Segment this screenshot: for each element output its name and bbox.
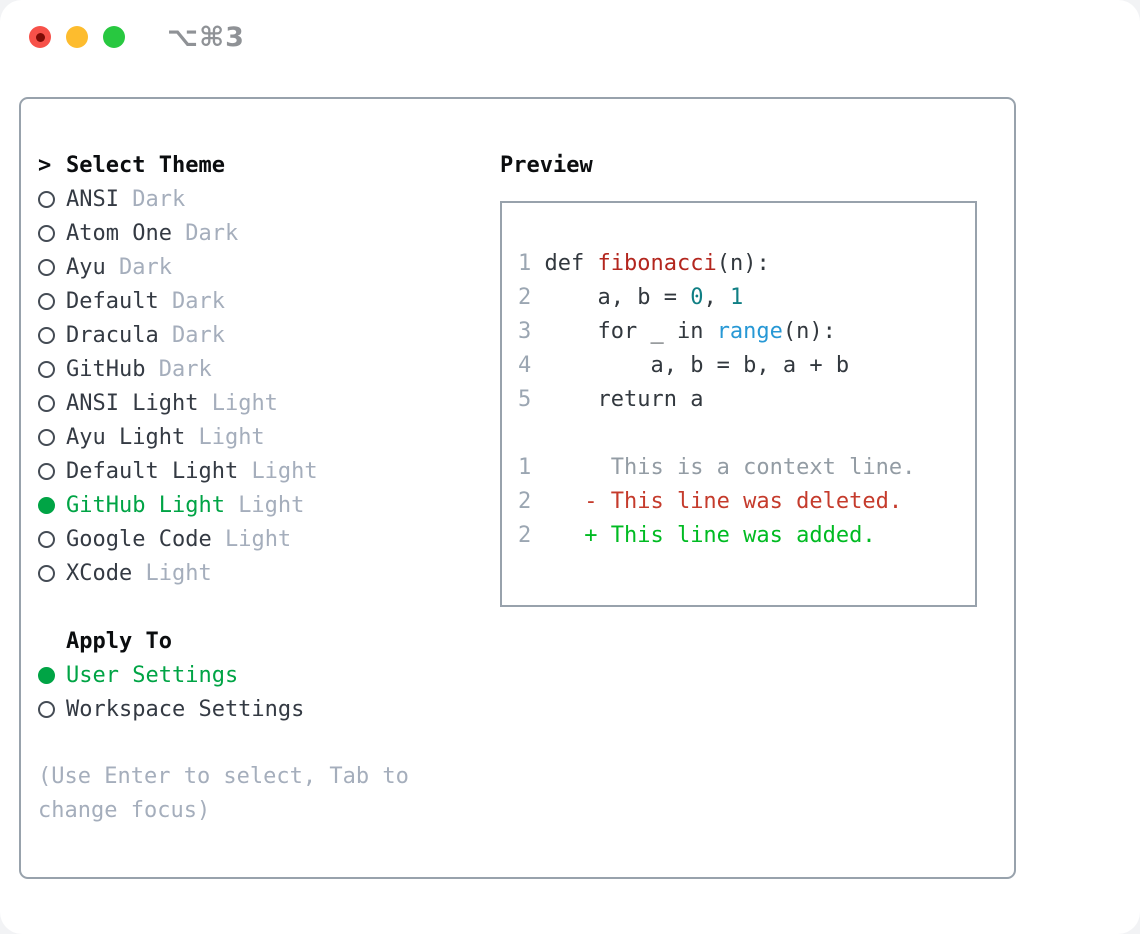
radio-icon xyxy=(38,564,55,582)
radio-icon xyxy=(38,326,55,344)
radio-icon xyxy=(38,666,55,684)
theme-list-column: > Select Theme ANSI Dark Atom One Dark A… xyxy=(38,148,500,877)
apply-option[interactable]: User Settings xyxy=(38,658,500,692)
keyboard-hint: (Use Enter to select, Tab to change focu… xyxy=(38,764,423,823)
apply-to-list: User Settings Workspace Settings xyxy=(38,658,500,726)
preview-box: 1 def fibonacci(n): 2 a, b = 0, 1 3 for _ … xyxy=(500,201,977,607)
radio-icon xyxy=(38,530,55,548)
radio-icon xyxy=(38,428,55,446)
theme-option[interactable]: XCode Light xyxy=(38,556,500,590)
theme-option[interactable]: Google Code Light xyxy=(38,522,500,556)
code-line: 3 for _ in range(n): xyxy=(518,319,836,344)
code-line xyxy=(518,417,975,451)
minimize-button[interactable] xyxy=(66,26,88,48)
window-title: ⌥⌘3 xyxy=(167,21,245,53)
theme-option[interactable]: Default Dark xyxy=(38,284,500,318)
radio-icon xyxy=(38,224,55,242)
spacer xyxy=(38,726,500,760)
code-line: 2 a, b = 0, 1 xyxy=(518,285,744,310)
select-theme-title: Select Theme xyxy=(66,152,225,178)
spacer xyxy=(38,590,500,624)
radio-icon xyxy=(38,258,55,276)
theme-option[interactable]: GitHub Dark xyxy=(38,352,500,386)
radio-icon xyxy=(38,394,55,412)
theme-option[interactable]: Atom One Dark xyxy=(38,216,500,250)
code-line: 2 - This line was deleted. xyxy=(518,489,903,514)
theme-option[interactable]: ANSI Dark xyxy=(38,182,500,216)
theme-option[interactable]: Ayu Dark xyxy=(38,250,500,284)
traffic-lights xyxy=(29,26,125,48)
apply-to-header: Apply To xyxy=(38,624,500,658)
unsaved-dot-icon xyxy=(35,32,45,42)
titlebar: ⌥⌘3 xyxy=(0,0,1140,74)
radio-icon xyxy=(38,190,55,208)
theme-option[interactable]: ANSI Light Light xyxy=(38,386,500,420)
radio-icon xyxy=(38,462,55,480)
theme-option[interactable]: GitHub Light Light xyxy=(38,488,500,522)
radio-icon xyxy=(38,360,55,378)
theme-option[interactable]: Default Light Light xyxy=(38,454,500,488)
preview-column: Preview 1 def fibonacci(n): 2 a, b = 0, 1… xyxy=(500,148,1014,877)
radio-icon xyxy=(38,496,55,514)
code-preview: 1 def fibonacci(n): 2 a, b = 0, 1 3 for _ … xyxy=(518,247,975,553)
prompt-icon: > xyxy=(38,152,52,178)
code-line: 2 + This line was added. xyxy=(518,523,876,548)
select-theme-header: > Select Theme xyxy=(38,148,500,182)
code-line: 1 This is a context line. xyxy=(518,455,916,480)
zoom-button[interactable] xyxy=(103,26,125,48)
code-line: 1 def fibonacci(n): xyxy=(518,251,770,276)
radio-icon xyxy=(38,292,55,310)
apply-option[interactable]: Workspace Settings xyxy=(38,692,500,726)
theme-list: ANSI Dark Atom One Dark Ayu Dark Default… xyxy=(38,182,500,590)
theme-option[interactable]: Dracula Dark xyxy=(38,318,500,352)
apply-to-title: Apply To xyxy=(66,628,172,654)
close-button[interactable] xyxy=(29,26,51,48)
theme-picker-panel: > Select Theme ANSI Dark Atom One Dark A… xyxy=(19,97,1016,879)
code-line: 4 a, b = b, a + b xyxy=(518,353,850,378)
theme-option[interactable]: Ayu Light Light xyxy=(38,420,500,454)
preview-title: Preview xyxy=(500,152,593,178)
code-line: 5 return a xyxy=(518,387,704,412)
prompt-marker: > xyxy=(38,153,66,178)
radio-icon xyxy=(38,700,55,718)
